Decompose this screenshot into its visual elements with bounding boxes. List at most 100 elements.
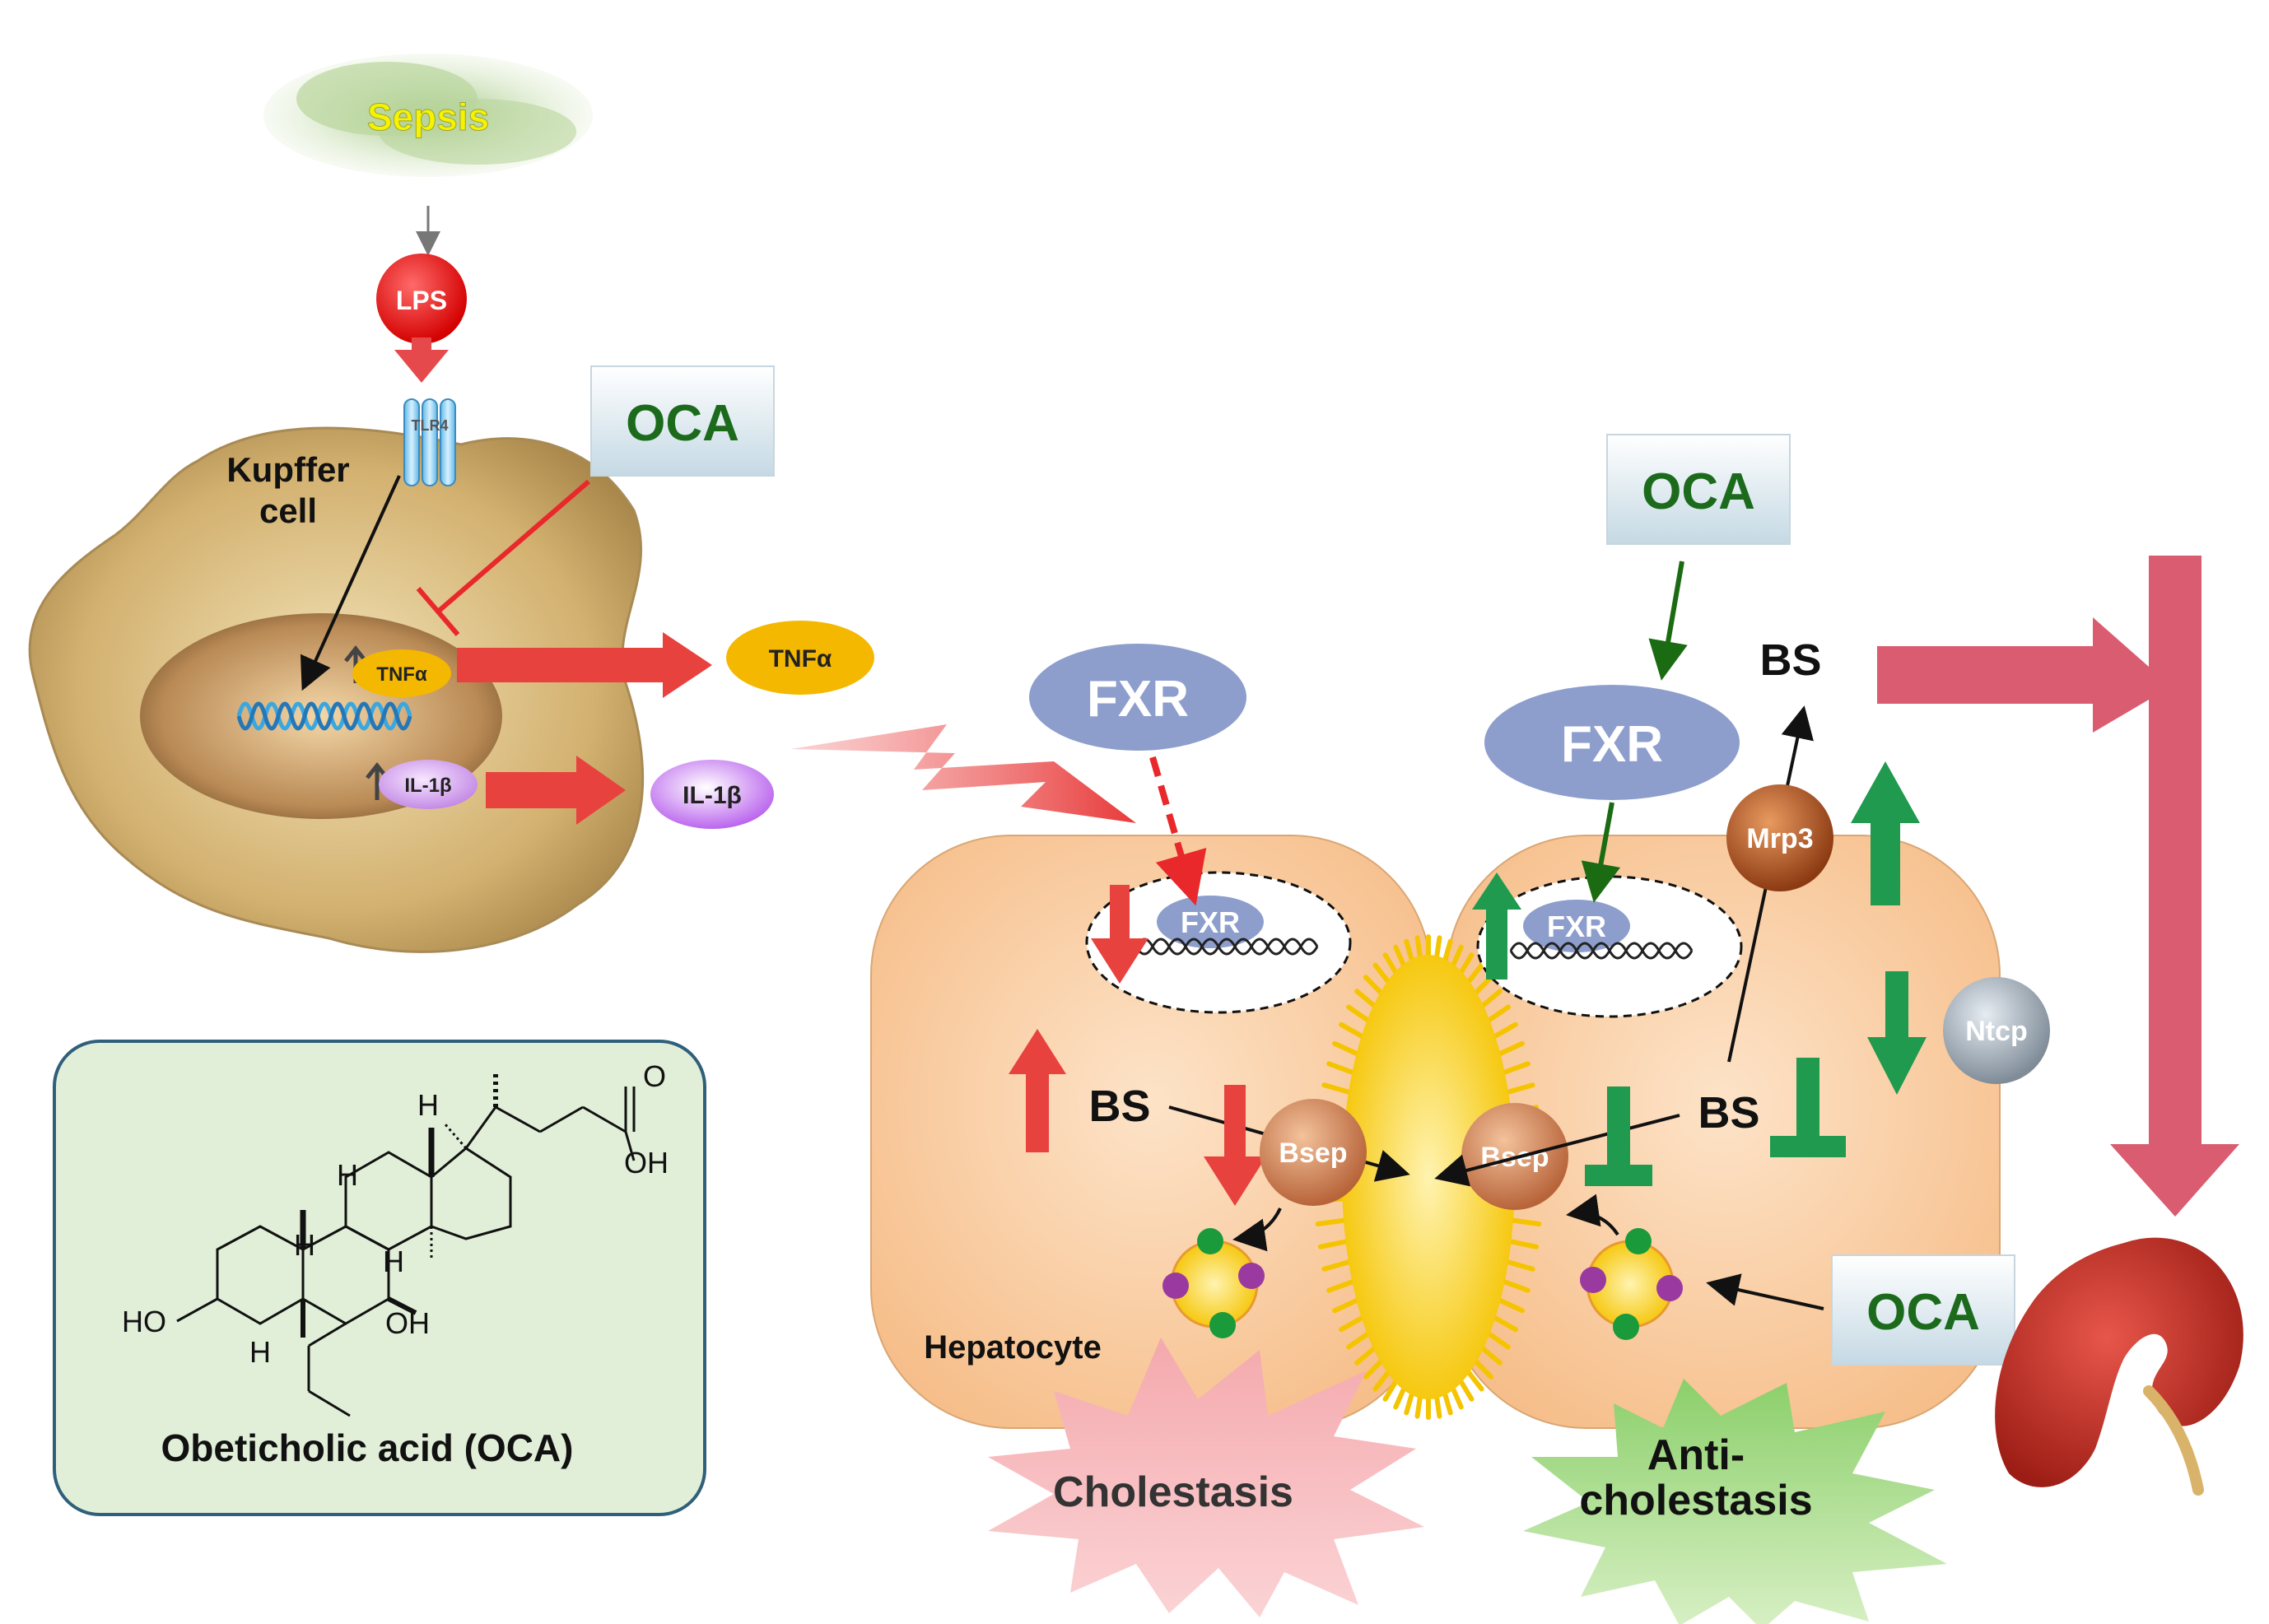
microvillus	[1354, 1346, 1377, 1366]
structure-oh-7: OH	[385, 1306, 430, 1340]
sepsis-cloud: Sepsis	[263, 54, 593, 177]
oca-box-vesicle: OCA	[1831, 1254, 2015, 1366]
oca-to-vesicle-arrow	[1706, 1273, 1824, 1310]
microvillus	[1480, 989, 1503, 1008]
bs-left-increase-arrow	[1009, 1029, 1066, 1152]
fxr-nuclear-left-label: FXR	[1181, 905, 1240, 939]
microvillus	[1339, 1021, 1364, 1039]
microvillus	[1502, 1279, 1531, 1293]
lps-to-tlr4-arrow	[394, 337, 449, 383]
tnfa-secreted: TNFα	[726, 621, 874, 695]
vesicle-left	[1162, 1228, 1265, 1338]
microvillus	[1332, 1298, 1359, 1314]
microvillus	[1466, 1370, 1484, 1392]
microvillus	[1332, 1040, 1359, 1056]
microvillus	[1474, 975, 1494, 995]
oca-structure-panel: H H H H H HO OH O OH Obeticholic acid (O…	[53, 1040, 706, 1516]
tlr4-label: TLR4	[412, 417, 449, 434]
oca-structure-bonds	[176, 1070, 636, 1417]
structure-caption: Obeticholic acid (OCA)	[161, 1426, 574, 1469]
fxr-left-dashed-arrow	[1149, 756, 1207, 906]
microvillus	[1508, 1239, 1540, 1249]
fxr-left-label: FXR	[1087, 671, 1189, 728]
microvillus	[1434, 1395, 1442, 1419]
microvillus	[1498, 1040, 1525, 1056]
structure-oh-acid: OH	[624, 1146, 669, 1180]
microvillus	[1382, 952, 1398, 975]
mrp3-transporter: Mrp3	[1726, 784, 1833, 891]
oca-box-kupffer: OCA	[590, 365, 775, 477]
tnfa-secreted-label: TNFα	[769, 645, 832, 672]
oca-label-fxr: OCA	[1642, 463, 1755, 520]
sepsis-label: Sepsis	[367, 95, 489, 138]
nucleus-left: FXR	[1085, 871, 1352, 1014]
microvillus	[1442, 938, 1453, 962]
fxr-right: FXR	[1484, 685, 1740, 800]
anti-cholestasis-label-line2: cholestasis	[1579, 1477, 1812, 1524]
bs-left-label: BS	[1088, 1082, 1150, 1131]
fxr-nuclear-right-label: FXR	[1547, 910, 1606, 943]
microvillus	[1404, 1392, 1414, 1416]
kidney	[1995, 1237, 2243, 1496]
microvillus	[1487, 1004, 1511, 1023]
microvillus	[1414, 1395, 1423, 1419]
anti-cholestasis-burst: Anti- cholestasis	[1523, 1379, 1947, 1624]
bs-right-block-symbol	[1770, 1058, 1846, 1157]
bsep-right-block-symbol	[1585, 1087, 1652, 1186]
microvillus	[1321, 1082, 1351, 1095]
tlr4-receptor: TLR4	[403, 398, 456, 486]
microvillus	[1474, 1359, 1494, 1380]
oca-to-fxr-arrow	[1648, 561, 1688, 681]
bsep-left-decrease-arrow	[1204, 1085, 1266, 1206]
microvillus	[1466, 962, 1484, 984]
bs-right-to-canaliculus-arrow	[1434, 1114, 1680, 1187]
microvillus	[1487, 1331, 1511, 1350]
structure-h-5: H	[249, 1335, 271, 1369]
il1b-secreted: IL-1β	[650, 760, 774, 829]
fxr-right-to-nucleus-arrow	[1581, 802, 1621, 903]
microvillus	[1382, 1380, 1398, 1402]
microvillus	[1506, 1259, 1535, 1272]
microvillus	[1339, 1315, 1364, 1333]
fxr-left: FXR	[1029, 644, 1246, 751]
il1b-secreted-label: IL-1β	[683, 782, 742, 809]
il1b-intracellular: IL-1β	[366, 760, 478, 809]
microvillus	[1506, 1082, 1535, 1095]
cholestasis-label: Cholestasis	[1053, 1468, 1293, 1516]
structure-h-3: H	[294, 1228, 315, 1262]
lps-label: LPS	[396, 286, 447, 315]
microvillus	[1451, 1387, 1464, 1410]
microvillus	[1326, 1279, 1355, 1293]
bsep-left-label: Bsep	[1279, 1138, 1347, 1169]
microvillus	[1480, 1346, 1503, 1366]
mrp3-increase-arrow	[1851, 761, 1920, 905]
vesicle-right-arrow	[1566, 1194, 1619, 1236]
il1b-secretion-arrow	[486, 756, 626, 825]
oca-label-vesicle: OCA	[1866, 1284, 1980, 1341]
microvillus	[1393, 944, 1406, 967]
structure-h-2: H	[337, 1158, 358, 1192]
microvillus	[1346, 1331, 1370, 1350]
microvillus	[1393, 1387, 1406, 1410]
microvillus	[1459, 952, 1475, 975]
structure-o: O	[643, 1059, 666, 1093]
fxr-right-label: FXR	[1561, 716, 1663, 773]
lps-node: LPS	[376, 254, 467, 344]
microvillus	[1502, 1061, 1531, 1075]
microvillus	[1317, 1239, 1349, 1249]
bs-to-kidney-arrow	[1877, 556, 2239, 1217]
tnfa-small-label: TNFα	[376, 663, 427, 686]
fxr-decrease-arrow	[1091, 885, 1148, 984]
microvillus	[1321, 1259, 1351, 1272]
anti-cholestasis-label-line1: Anti-	[1647, 1431, 1745, 1479]
bsep-left: Bsep	[1260, 1099, 1367, 1206]
microvillus	[1459, 1380, 1475, 1402]
tnfa-intracellular: TNFα	[344, 644, 451, 697]
microvillus	[1493, 1021, 1518, 1039]
hepatocyte-label: Hepatocyte	[924, 1329, 1102, 1366]
mrp3-label: Mrp3	[1746, 823, 1813, 854]
ntcp-decrease-arrow	[1867, 971, 1927, 1095]
microvillus	[1434, 935, 1442, 959]
kupffer-dna	[236, 701, 412, 731]
